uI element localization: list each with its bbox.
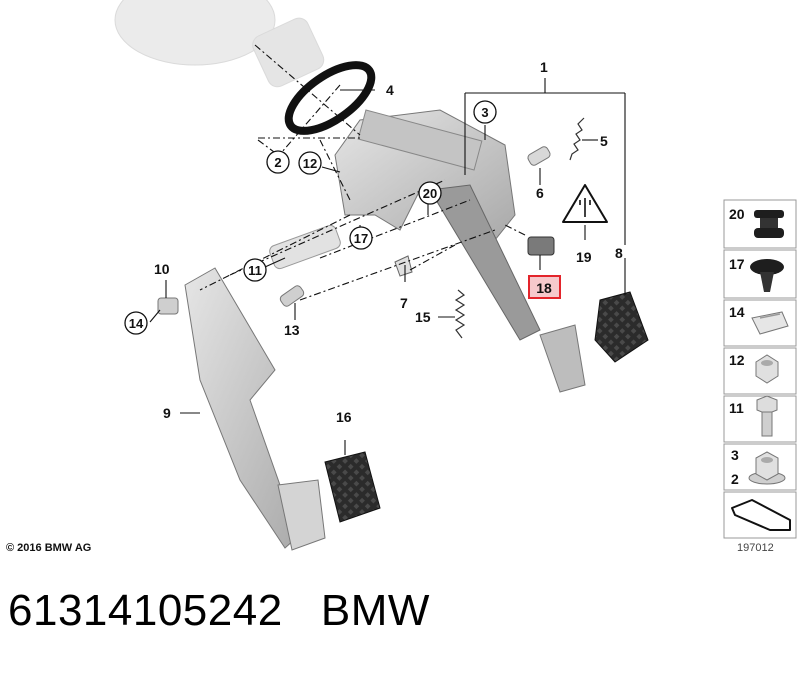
brake-booster [114,0,325,88]
callout-14: 14 [129,316,144,331]
legend-item-14: 14 [729,304,745,320]
spring-clip-icon [751,311,789,335]
bushing-13 [279,285,305,307]
grommet-icon [754,210,784,238]
sensor-18 [527,236,555,256]
callout-18-highlight[interactable]: 18 [528,275,561,299]
callout-12: 12 [303,156,317,171]
callout-18: 18 [536,280,552,296]
diagram-id: 197012 [737,542,774,554]
pedal-bracket [334,109,516,241]
legend-item-17: 17 [729,256,745,272]
clip-7 [394,255,413,277]
return-spring-5 [569,117,585,161]
callout-13: 13 [284,322,300,338]
brake-pedal-arm [429,184,541,341]
flange-nut-icon [748,451,786,485]
switch-11 [269,224,341,270]
parts-legend: 20 17 14 12 11 3 2 [723,199,797,539]
legend-item-11: 11 [729,400,744,416]
callout-19: 19 [576,249,592,265]
callout-20-circle: 20 [418,181,442,205]
return-spring-15 [454,289,466,339]
leader-lines [149,78,626,455]
brand-name: BMW [320,586,430,635]
brake-pedal-foot [539,324,586,393]
callout-10: 10 [154,261,170,277]
callout-1: 1 [540,59,548,75]
hex-bolt-icon [756,395,778,437]
callout-3-circle: 3 [473,100,497,124]
bushing-6 [527,146,551,166]
callout-14-circle: 14 [124,311,148,335]
plug-icon [750,259,784,292]
callout-6: 6 [536,185,544,201]
hex-nut-icon [755,354,779,384]
construction-lines [199,44,526,301]
copyright-notice: © 2016 BMW AG [6,542,92,554]
direction-arrow-icon [731,499,791,531]
callout-9: 9 [163,405,171,421]
callout-4: 4 [386,82,394,98]
callout-3: 3 [481,105,488,120]
callout-20: 20 [423,186,437,201]
legend-item-20: 20 [729,206,745,222]
callout-8: 8 [615,245,623,261]
legend-item-2: 2 [731,471,739,487]
bushing-14 [157,297,179,315]
electrical-warning-icon [562,184,608,223]
callout-11: 11 [248,263,262,278]
callout-2-circle: 2 [266,150,290,174]
callout-15: 15 [415,309,431,325]
seal-ring [284,61,376,135]
callout-17: 17 [354,231,368,246]
callout-7: 7 [400,295,408,311]
clutch-pedal-pad [324,451,381,523]
callout-5: 5 [600,133,608,149]
part-number: 61314105242 [8,586,283,635]
callout-12-circle: 12 [298,151,322,175]
callout-11-circle: 11 [243,258,267,282]
callout-17-circle: 17 [349,226,373,250]
callout-16: 16 [336,409,352,425]
legend-item-12: 12 [729,352,745,368]
legend-item-3: 3 [731,447,739,463]
clutch-pedal-foot [277,479,326,551]
brake-pedal-pad [594,291,649,363]
footer: 61314105242 BMW [8,586,430,636]
callout-2: 2 [274,155,281,170]
